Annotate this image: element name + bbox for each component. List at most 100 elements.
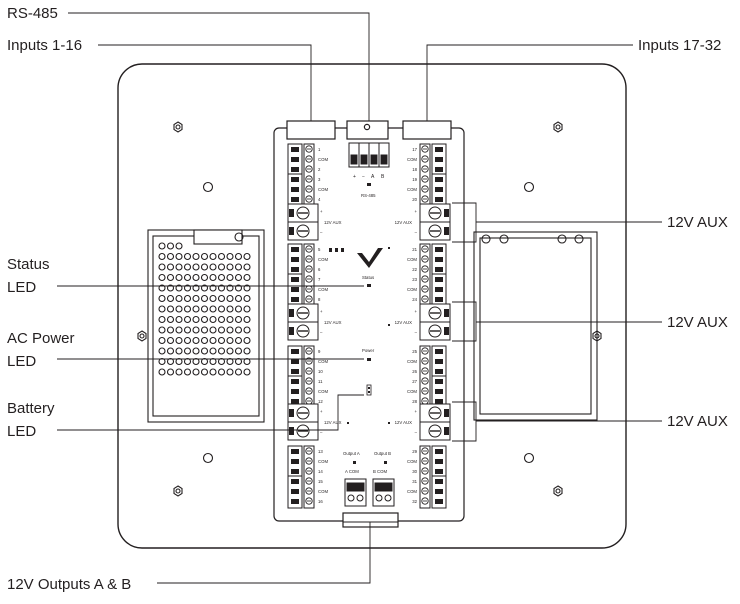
vent-hole (217, 357, 226, 366)
vent-hole (243, 336, 251, 345)
terminal-slot (435, 389, 443, 394)
terminal-slot (291, 379, 299, 384)
terminal-slot (291, 479, 299, 484)
vent-hole (226, 315, 234, 324)
vent-hole (192, 336, 200, 345)
vent-hole (175, 294, 183, 303)
vent-hole (217, 368, 226, 376)
vent-hole (166, 242, 175, 250)
terminal-slot (291, 197, 299, 202)
rs485-led (367, 183, 371, 186)
callout-status-line1: Status (7, 256, 50, 273)
power-led (367, 358, 371, 361)
leader-lines (57, 12, 662, 584)
vent-hole (166, 347, 175, 355)
terminal-label: 19 (412, 177, 417, 182)
vent-hole (192, 273, 200, 282)
vent-hole (166, 273, 175, 282)
terminal-label: 26 (412, 369, 417, 374)
callout-ac-power-line2: LED (7, 353, 36, 370)
rs485-b-label: B (381, 174, 385, 180)
terminal-slot (435, 157, 443, 162)
terminal-slot (435, 369, 443, 374)
right-terminal-blocks: 17COM1819COM2021COM2223COM2425COM2627COM… (407, 143, 447, 509)
vent-hole (200, 357, 209, 366)
vent-hole (175, 357, 183, 366)
vent-hole (226, 252, 234, 261)
terminal-label: 12 (318, 399, 323, 404)
vent-hole (243, 294, 251, 303)
terminal-slot (291, 369, 299, 374)
terminal-slot (435, 489, 443, 494)
svg-text:+: + (320, 409, 323, 414)
terminal-label: COM (318, 187, 328, 192)
vent-hole (200, 263, 209, 271)
rs485-minus-label: − (362, 174, 365, 180)
output-a-led (353, 461, 356, 464)
terminal-slot (435, 187, 443, 192)
terminal-label: COM (318, 359, 328, 364)
output-connectors (344, 478, 395, 507)
terminal-slot (291, 167, 299, 172)
terminal-label: 9 (318, 349, 321, 354)
vent-hole (243, 326, 251, 334)
vent-hole (158, 305, 166, 313)
vent-hole (175, 326, 183, 334)
vent-hole (234, 315, 243, 324)
b-com-label: B COM (373, 469, 388, 474)
vent-hole (243, 252, 251, 261)
terminal-label: 15 (318, 479, 323, 484)
terminal-slot (435, 399, 443, 404)
vent-hole (175, 273, 183, 282)
output-b-led (384, 461, 387, 464)
vent-hole (192, 284, 200, 292)
terminal-label: 6 (318, 267, 321, 272)
vent-hole (217, 315, 226, 324)
callout-12v-aux-mid: 12V AUX (667, 314, 728, 331)
vent-hole (234, 284, 243, 292)
vent-hole (209, 284, 217, 292)
vent-hole (209, 315, 217, 324)
vent-hole (200, 326, 209, 334)
terminal-label: 25 (412, 349, 417, 354)
terminal-slot (435, 479, 443, 484)
terminal-label: COM (407, 359, 417, 364)
vent-hole (243, 315, 251, 324)
terminal-slot (291, 257, 299, 262)
svg-text:–: – (415, 330, 418, 335)
terminal-slot (291, 499, 299, 504)
terminal-slot (291, 177, 299, 182)
vent-hole (200, 368, 209, 376)
svg-text:+: + (320, 309, 323, 314)
vent-hole (226, 347, 234, 355)
terminal-label: 8 (318, 297, 321, 302)
terminal-slot (435, 277, 443, 282)
terminal-slot (435, 267, 443, 272)
vent-hole (158, 326, 166, 334)
aux-board-label: 12V AUX (324, 320, 342, 325)
rs485-plus-label: + (353, 174, 356, 180)
vent-hole (192, 368, 200, 376)
terminal-label: COM (407, 187, 417, 192)
terminal-label: 32 (412, 499, 417, 504)
terminal-slot (435, 297, 443, 302)
vent-hole (175, 284, 183, 292)
vent-hole (234, 273, 243, 282)
vent-hole (175, 263, 183, 271)
vent-hole (158, 315, 166, 324)
terminal-slot (291, 449, 299, 454)
battery-led (366, 384, 372, 396)
rs485-board-label: RS-485 (361, 193, 376, 198)
terminal-label: 3 (318, 177, 321, 182)
terminal-slot (291, 157, 299, 162)
a-com-label: A COM (345, 469, 359, 474)
terminal-slot (435, 247, 443, 252)
svg-text:+: + (320, 209, 323, 214)
terminal-label: 11 (318, 379, 323, 384)
terminal-slot (435, 349, 443, 354)
